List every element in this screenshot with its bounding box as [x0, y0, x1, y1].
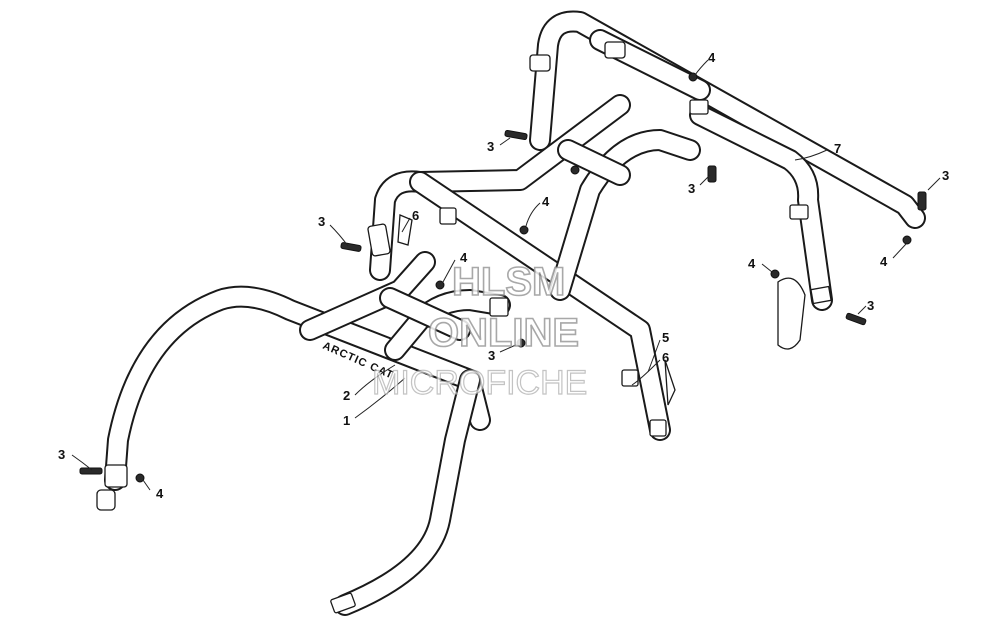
callout-3-front-center: 3: [488, 348, 495, 363]
bolt-right-top: [917, 191, 927, 211]
nut-middle-center: [519, 225, 529, 235]
callout-6-left: 6: [412, 208, 419, 223]
callout-6-right: 6: [662, 350, 669, 365]
callout-1: 1: [343, 413, 350, 428]
watermark: HLSM ONLINE MICROFICHE: [371, 259, 588, 402]
bolt-middle-left: [340, 242, 362, 252]
front-roll-bar: ARCTIC CAT: [96, 251, 511, 616]
middle-roll-bar: [367, 94, 701, 441]
leader-lines: [71, 59, 941, 491]
clamp-brackets: [397, 214, 806, 406]
callout-7: 7: [834, 141, 841, 156]
callout-4-rear-top: 4: [708, 50, 716, 65]
watermark-line3: MICROFICHE: [372, 364, 587, 402]
callout-4-middle: 4: [542, 194, 550, 209]
nut-middle-top: [570, 165, 580, 175]
bolt-rear-upper: [504, 129, 528, 141]
nut-right-top: [902, 235, 912, 245]
callout-5: 5: [662, 330, 669, 345]
callout-4-right-top: 4: [880, 254, 888, 269]
watermark-line1: HLSM: [452, 260, 565, 304]
nut-front-center: [435, 280, 445, 290]
callout-3-rear-mid: 3: [688, 181, 695, 196]
callout-labels: 1 2 3 3 3 3 3 3 3 4 4 4 4 4 4 5 6 6 7: [58, 50, 949, 501]
callout-3-rear-upper: 3: [487, 139, 494, 154]
bolt-right-lower: [845, 312, 867, 326]
nut-front-bolt: [516, 338, 526, 348]
bolt-rear-mid: [707, 165, 717, 183]
callout-4-right-lower: 4: [748, 256, 756, 271]
callout-4-front-center: 4: [460, 250, 468, 265]
callout-3-right-top: 3: [942, 168, 949, 183]
callout-3-middle-left: 3: [318, 214, 325, 229]
callout-4-front-left: 4: [156, 486, 164, 501]
hardware: [79, 72, 927, 483]
nut-right-lower: [770, 269, 780, 279]
rear-roll-bar-assembly: [529, 10, 926, 311]
callout-3-front-left: 3: [58, 447, 65, 462]
watermark-line2: ONLINE: [428, 311, 579, 355]
nut-front-left: [135, 473, 145, 483]
bolt-front-left: [79, 467, 103, 475]
callout-2: 2: [343, 388, 350, 403]
callout-3-right-lower: 3: [867, 298, 874, 313]
